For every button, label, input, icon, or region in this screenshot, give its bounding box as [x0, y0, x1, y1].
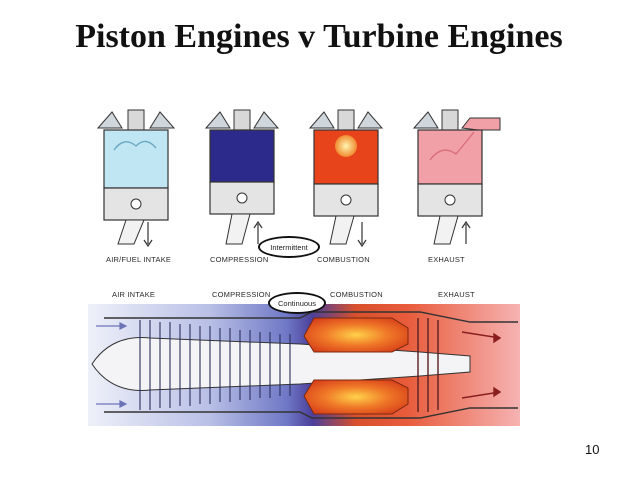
continuous-callout: Continuous: [268, 292, 326, 314]
exhaust-flow-arrows: [461, 331, 502, 399]
turbine-label-exhaust: EXHAUST: [438, 290, 475, 299]
turbine-blades: [417, 318, 439, 412]
combustion-chamber-top: [303, 317, 409, 353]
piston-intake-cylinder: [96, 109, 176, 248]
piston-label-compression: COMPRESSION: [210, 255, 269, 264]
turbine-label-combustion: COMBUSTION: [330, 290, 383, 299]
intermittent-callout: Intermittent: [258, 236, 320, 258]
turbine-label-air-intake: AIR INTAKE: [112, 290, 156, 299]
compressor-blades: [139, 320, 291, 410]
piston-label-exhaust: EXHAUST: [428, 255, 465, 264]
turbine-engine-cutaway: [88, 304, 520, 426]
combustion-chamber-bottom: [303, 379, 409, 415]
page-number: 10: [585, 442, 600, 457]
piston-compression-cylinder: [204, 109, 280, 245]
piston-combustion-cylinder: [308, 109, 384, 248]
piston-label-combustion: COMBUSTION: [317, 255, 370, 264]
slide-title: Piston Engines v Turbine Engines: [75, 18, 563, 55]
piston-label-intake: AIR/FUEL INTAKE: [106, 255, 172, 264]
intake-flow-arrows: [96, 322, 128, 408]
combustion-spark: [335, 135, 357, 157]
piston-exhaust-cylinder: [412, 109, 501, 245]
turbine-label-compression: COMPRESSION: [212, 290, 271, 299]
